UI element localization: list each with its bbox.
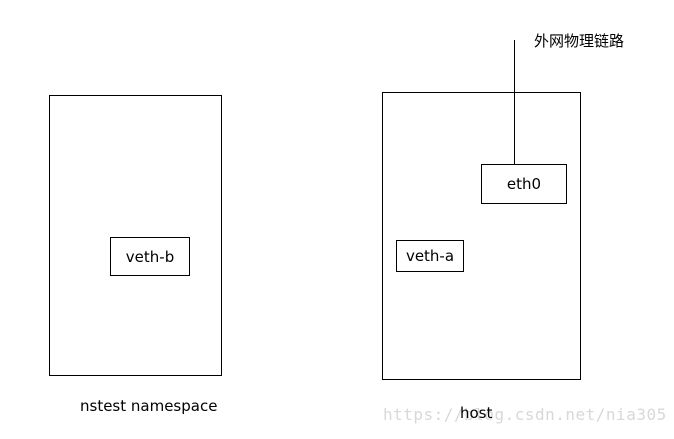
host-box — [382, 92, 581, 380]
external-link-label: 外网物理链路 — [534, 32, 625, 50]
eth0-interface: eth0 — [481, 164, 567, 204]
veth-a-interface: veth-a — [396, 240, 464, 272]
watermark-text: https://blog.csdn.net/nia305 — [383, 405, 667, 424]
namespace-label: nstest namespace — [80, 397, 218, 415]
nstest-namespace-box — [49, 95, 222, 376]
veth-b-interface: veth-b — [110, 237, 190, 276]
host-label: host — [460, 404, 493, 422]
external-link-line — [514, 40, 515, 164]
